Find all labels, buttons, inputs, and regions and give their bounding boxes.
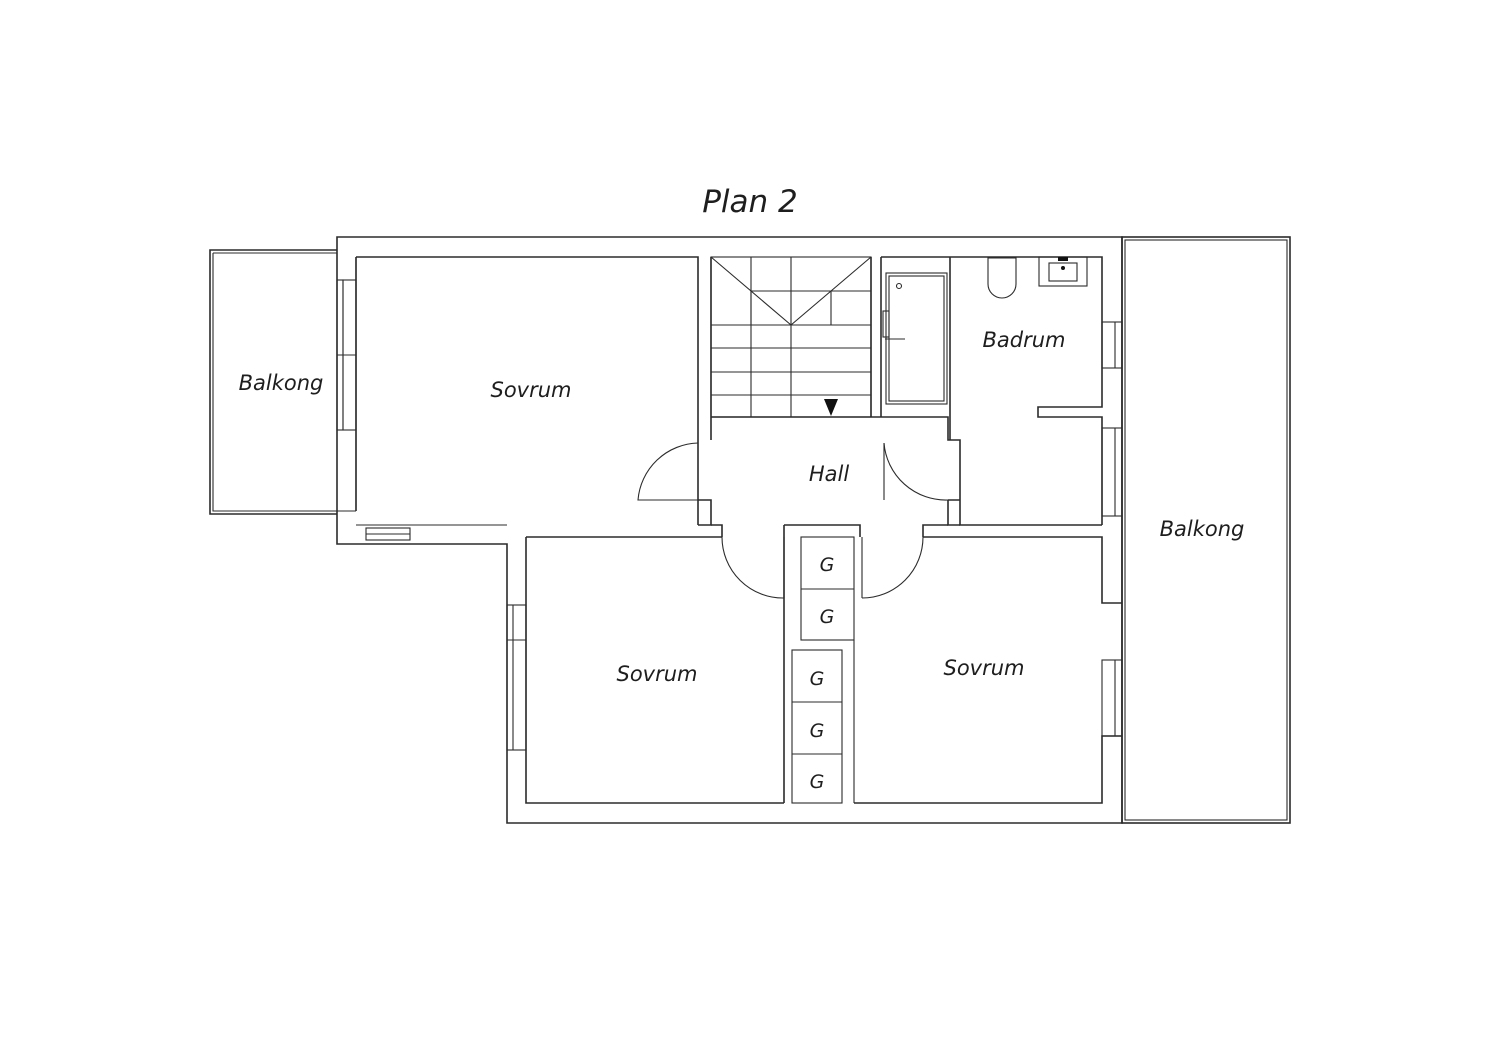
door-swing-sovrum	[637, 442, 699, 501]
room-label-sovrum-bottom-right: Sovrum	[943, 656, 1024, 680]
stair-direction-arrow-icon	[824, 399, 838, 416]
sovrum-bottom-left-room	[506, 536, 784, 804]
sovrum-bottom-right-room	[854, 536, 1123, 804]
hall-walls	[637, 257, 1102, 803]
room-label-sovrum-top: Sovrum	[490, 378, 571, 402]
staircase	[710, 256, 872, 418]
room-label-balkong-right: Balkong	[1160, 517, 1245, 541]
plan-title: Plan 2	[702, 184, 798, 220]
toilet-icon	[987, 257, 1017, 299]
door-swing-sovrum-left	[721, 536, 785, 599]
door-swing-sovrum-right	[861, 536, 924, 599]
right-balcony	[1121, 236, 1291, 824]
closet-label: G	[810, 771, 825, 793]
badrum-room	[881, 256, 1123, 525]
closet-label: G	[820, 554, 835, 576]
room-label-hall: Hall	[809, 462, 849, 486]
room-label-badrum: Badrum	[982, 328, 1065, 352]
sovrum-top-room	[355, 256, 699, 541]
room-label-balkong-left: Balkong	[239, 371, 324, 395]
room-label-sovrum-bottom-left: Sovrum	[616, 662, 697, 686]
closet-label: G	[820, 606, 835, 628]
closet-label: G	[810, 668, 825, 690]
closet-label: G	[810, 720, 825, 742]
sink-icon	[1038, 256, 1088, 287]
left-balcony	[209, 249, 357, 515]
closets	[791, 536, 855, 804]
door-swing-badrum	[883, 442, 949, 501]
